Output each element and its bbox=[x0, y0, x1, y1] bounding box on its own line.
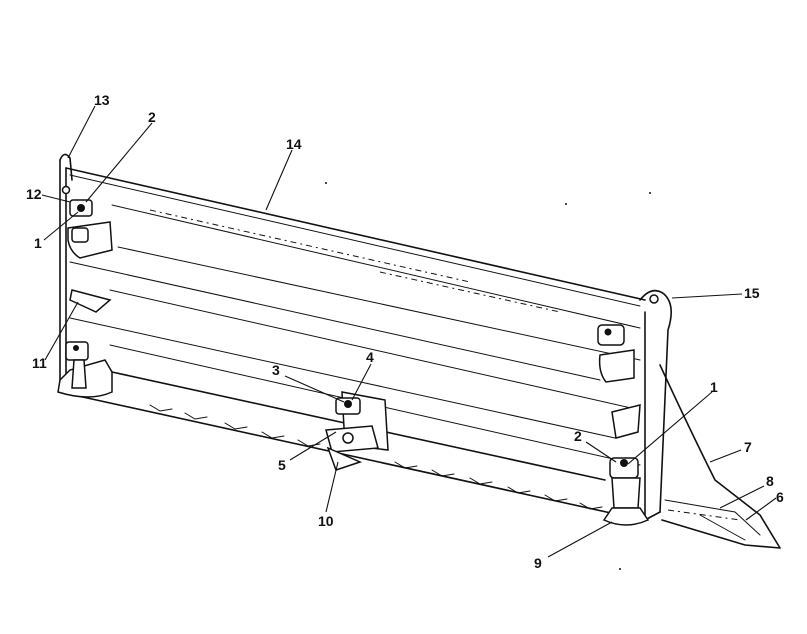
callout-1-lower: 1 bbox=[710, 379, 718, 395]
callout-4: 4 bbox=[366, 349, 374, 365]
cutting-edge-serrations bbox=[149, 404, 603, 510]
callout-12: 12 bbox=[26, 186, 42, 202]
callout-13: 13 bbox=[94, 92, 110, 108]
callout-7: 7 bbox=[744, 439, 752, 455]
scan-specks bbox=[325, 182, 651, 570]
callout-3: 3 bbox=[272, 362, 280, 378]
callout-6: 6 bbox=[776, 489, 784, 505]
end-bit-assembly bbox=[659, 364, 781, 549]
callout-1-upper: 1 bbox=[34, 235, 42, 251]
center-bracket bbox=[325, 391, 389, 471]
callout-11: 11 bbox=[32, 355, 47, 371]
callout-2-upper: 2 bbox=[148, 109, 156, 125]
callout-14: 14 bbox=[286, 136, 302, 152]
leader-lines bbox=[41, 105, 777, 558]
callout-labels: 13 2 14 12 1 15 11 3 4 1 2 5 7 8 6 10 9 bbox=[26, 92, 784, 571]
callout-8: 8 bbox=[766, 473, 774, 489]
callout-9: 9 bbox=[534, 555, 542, 571]
callout-5: 5 bbox=[278, 457, 286, 473]
upper-left-bracket bbox=[67, 199, 113, 259]
callout-10: 10 bbox=[318, 513, 334, 529]
lower-left-bracket bbox=[57, 289, 113, 398]
blade-moldboard bbox=[59, 153, 672, 521]
callout-2-lower: 2 bbox=[574, 428, 582, 444]
callout-15: 15 bbox=[744, 285, 760, 301]
lower-right-bracket bbox=[602, 457, 650, 526]
upper-right-bracket bbox=[597, 324, 641, 439]
